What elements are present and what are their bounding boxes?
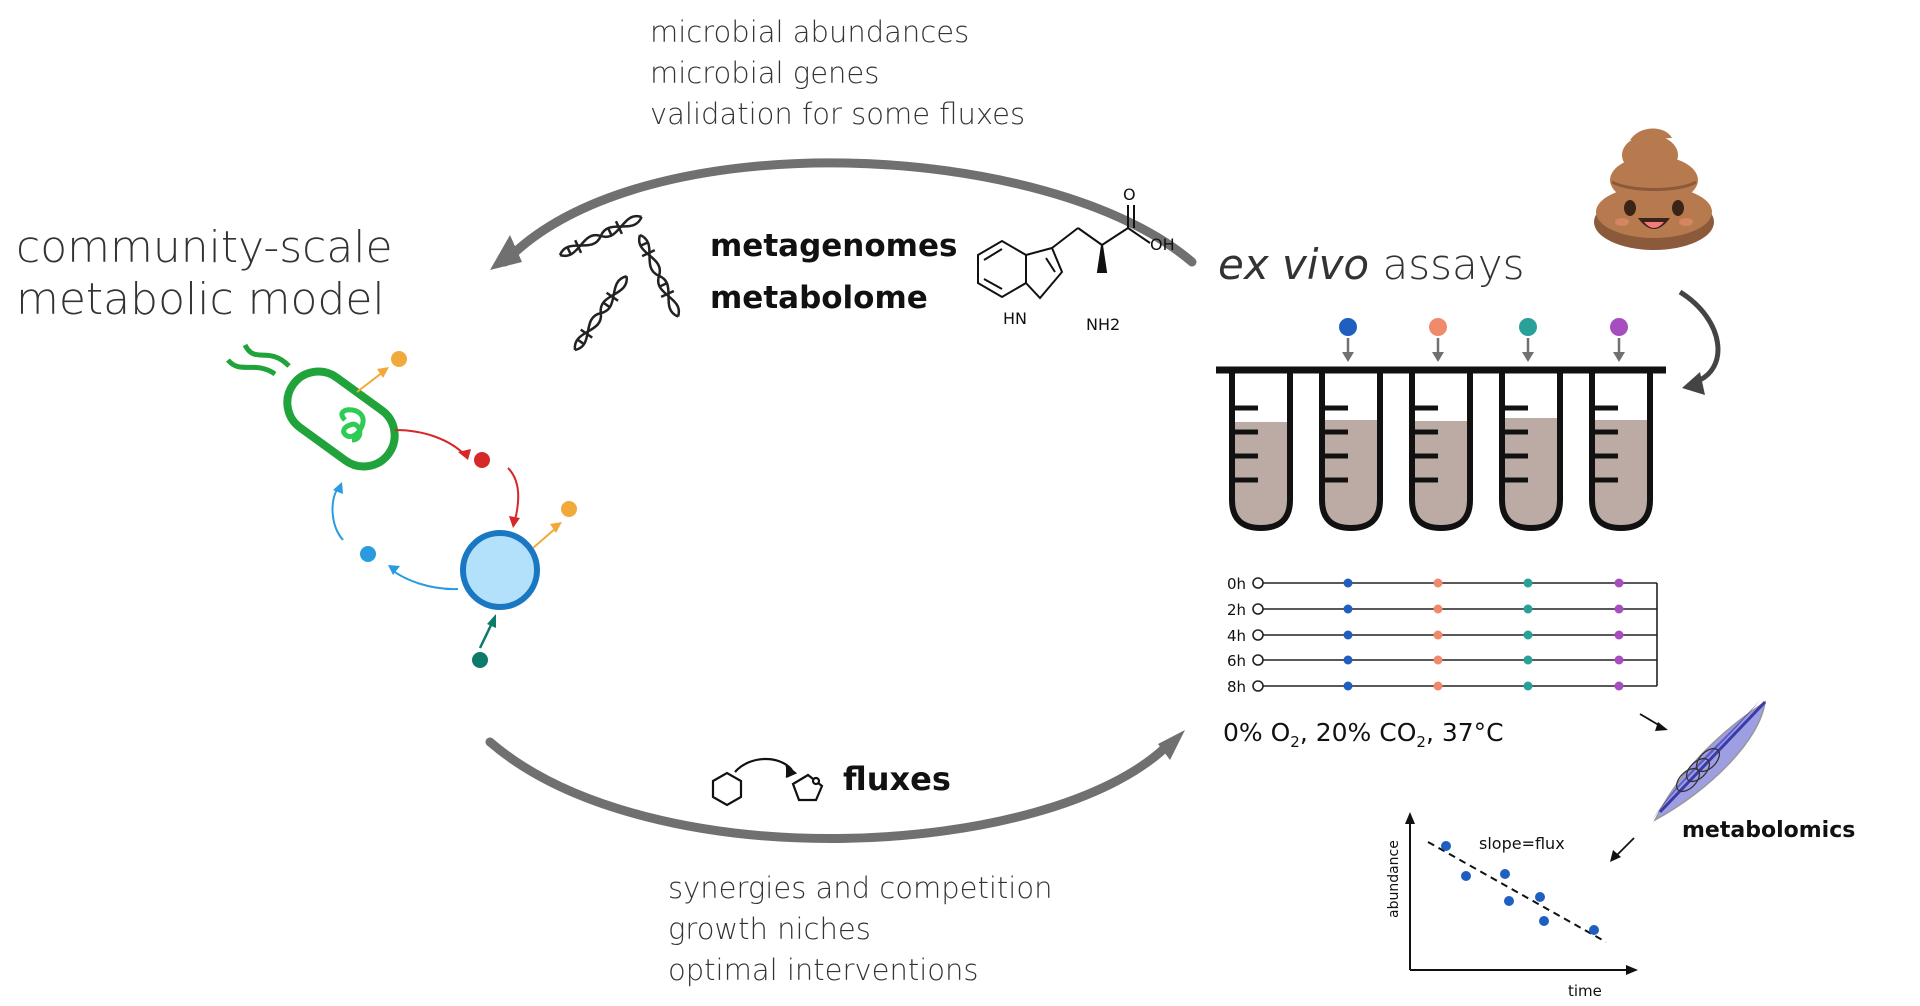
- bottom-label: synergies and competition: [668, 871, 1053, 905]
- condition-sub: 2: [1416, 733, 1426, 751]
- top-label: microbial abundances: [650, 15, 970, 49]
- metabolite-light-blue: [360, 546, 376, 562]
- dropper-blue: [1339, 318, 1357, 362]
- tryptophan-structure-icon: [977, 205, 1151, 300]
- dna-icon: [558, 214, 681, 352]
- top-label-list: microbial abundances microbial genes val…: [650, 12, 1025, 135]
- metabolite-yellow: [561, 501, 577, 517]
- mass-spec-icon: [1652, 700, 1767, 822]
- y-axis-label: abundance: [1386, 840, 1402, 918]
- timepoint-label: 6h: [1227, 652, 1246, 670]
- test-tube-icon: [1396, 366, 1486, 532]
- cell-icon: [460, 530, 540, 610]
- timepoint-label: 2h: [1227, 601, 1246, 619]
- condition-part: , 37°C: [1425, 718, 1504, 747]
- model-title-line: metabolic model: [16, 274, 385, 325]
- metabolite-red: [474, 452, 490, 468]
- timepoint-label: 4h: [1227, 627, 1246, 645]
- molecule-o: O: [1123, 185, 1136, 204]
- test-tube-icon: [1306, 366, 1396, 532]
- dropper-purple: [1610, 318, 1628, 362]
- dropper-teal: [1519, 318, 1537, 362]
- bottom-cycle-arrow: [485, 737, 1173, 843]
- molecule-oh: OH: [1150, 235, 1175, 254]
- slope-label: slope=flux: [1479, 834, 1565, 853]
- bacterium-icon: [226, 343, 399, 471]
- condition-sub: 2: [1290, 733, 1300, 751]
- reaction-icon: [711, 757, 824, 807]
- top-cycle-arrowhead: [490, 235, 522, 270]
- metagenomes-label: metagenomes: [710, 228, 958, 264]
- metabolite-dark-teal: [472, 652, 488, 668]
- top-label: validation for some fluxes: [650, 97, 1026, 131]
- metabolite-yellow: [391, 351, 407, 367]
- timepoint-label: 0h: [1227, 575, 1246, 593]
- model-title-line: community-scale: [16, 222, 393, 273]
- assay-title: ex vivo assays: [1218, 240, 1524, 289]
- test-tube-icon: [1216, 366, 1306, 532]
- timepoint-label: 8h: [1227, 678, 1246, 696]
- top-cycle-arrow: [500, 158, 1197, 267]
- dropper-orange: [1429, 318, 1447, 362]
- poop-emoji-icon: [1594, 128, 1714, 250]
- assay-title-rest: assays: [1369, 240, 1525, 289]
- bottom-label-list: synergies and competition growth niches …: [668, 868, 1052, 991]
- flux-plot: slope=flux abundance time: [1386, 812, 1638, 1000]
- assay-title-italic: ex vivo: [1218, 240, 1370, 289]
- condition-part: , 20% CO: [1299, 718, 1417, 747]
- bottom-cycle-arrowhead: [1158, 730, 1185, 760]
- test-tube-icon: [1576, 366, 1666, 532]
- fluxes-label: fluxes: [843, 760, 951, 798]
- poop-to-tube-arrow: [1678, 289, 1721, 385]
- top-label: microbial genes: [650, 56, 880, 90]
- condition-label: 0% O2, 20% CO2, 37°C: [1223, 718, 1504, 751]
- condition-part: 0% O: [1223, 718, 1291, 747]
- metabolomics-label: metabolomics: [1682, 818, 1856, 843]
- bottom-label: growth niches: [668, 912, 871, 946]
- x-axis-label: time: [1568, 982, 1602, 1000]
- sampling-timeline: 0h 2h 4h 6h 8h: [1227, 575, 1658, 696]
- metabolome-label: metabolome: [710, 280, 928, 316]
- molecule-nh: HN: [1003, 309, 1027, 328]
- test-tube-icon: [1486, 366, 1576, 532]
- model-title: community-scale metabolic model: [16, 222, 393, 326]
- bottom-label: optimal interventions: [668, 953, 979, 987]
- molecule-nh2: NH2: [1086, 315, 1120, 334]
